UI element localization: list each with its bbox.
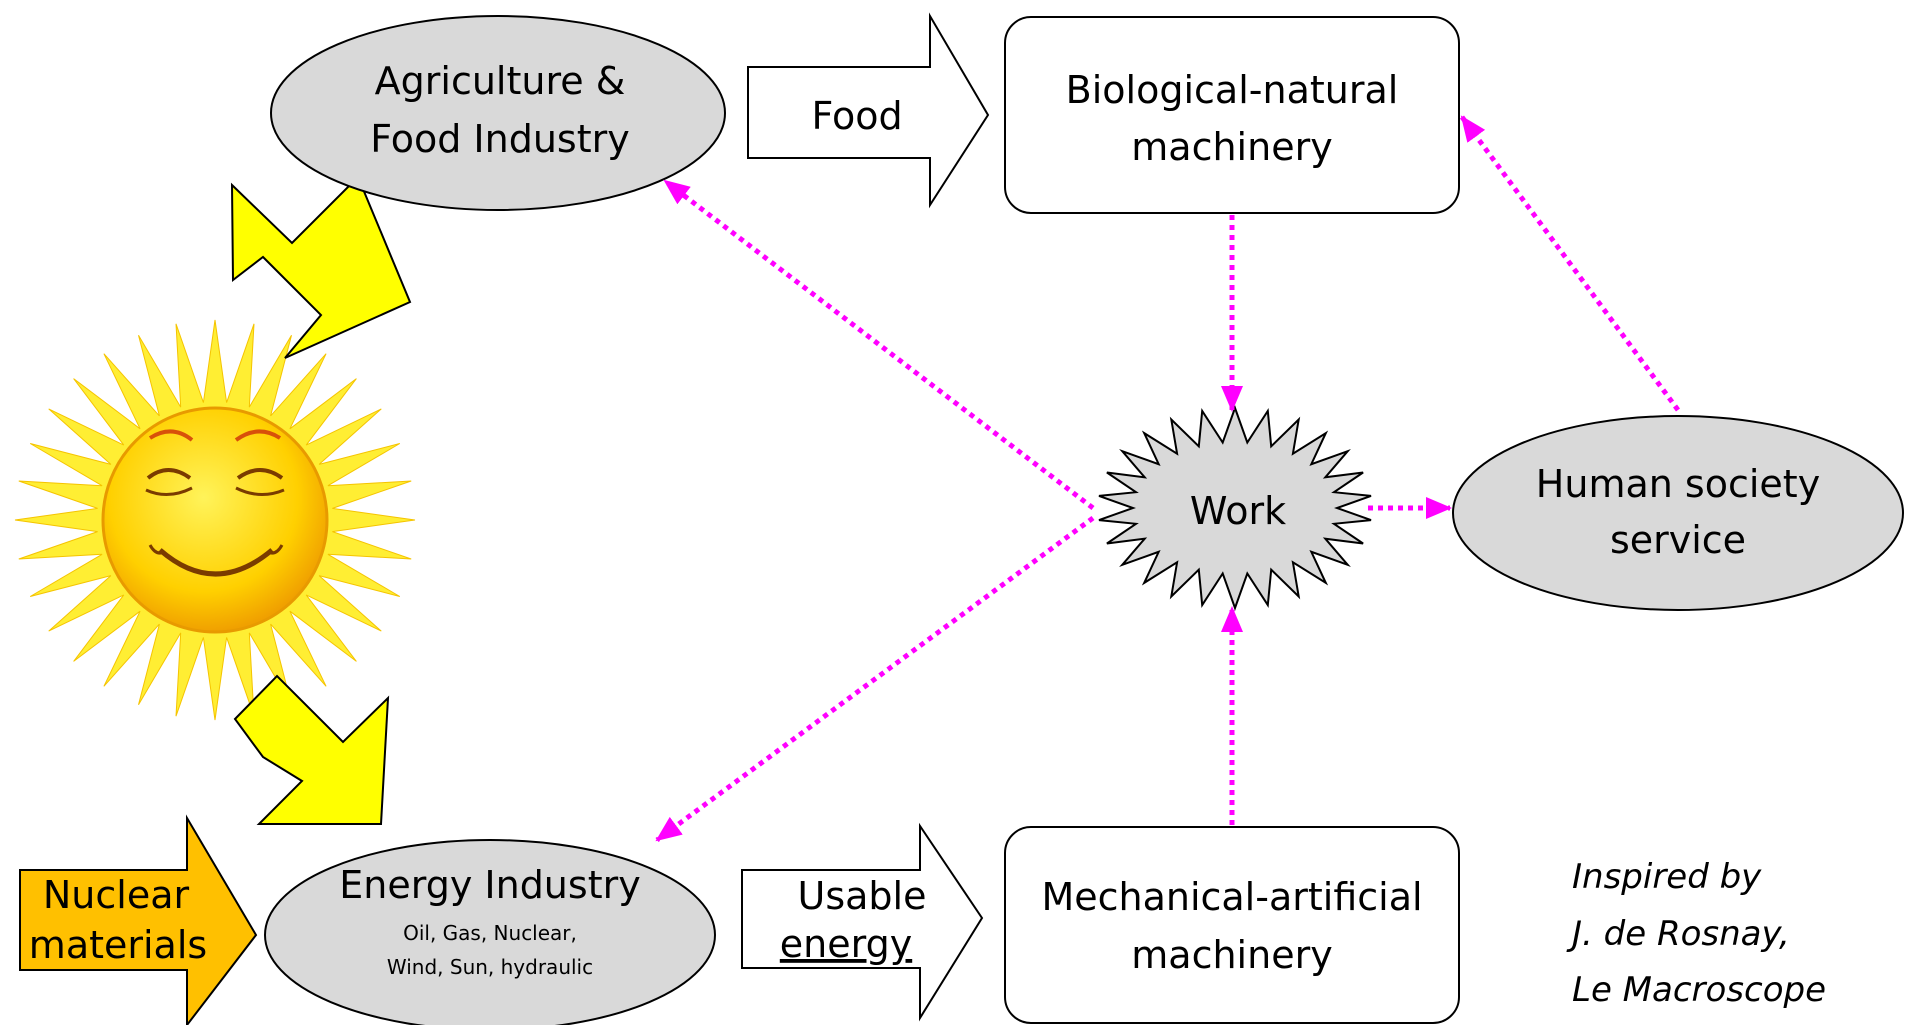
dotted-links: [655, 115, 1681, 843]
mechanical-machinery-node: Mechanical-artificial machinery: [1004, 826, 1460, 1024]
link-work-to-agriculture: [663, 179, 1095, 510]
usable-energy-label-line2: energy: [780, 922, 912, 966]
human-society-node: Human society service: [1452, 415, 1904, 611]
nuclear-label-line2: materials: [29, 923, 207, 967]
biological-label-line1: Biological-natural: [1066, 68, 1399, 112]
human-society-label-line1: Human society: [1536, 462, 1820, 506]
mechanical-label-line2: machinery: [1131, 933, 1332, 977]
energy-industry-sub2: Wind, Sun, hydraulic: [387, 955, 593, 979]
food-label: Food: [811, 94, 902, 138]
energy-industry-node: Energy Industry Oil, Gas, Nuclear, Wind,…: [264, 839, 716, 1025]
energy-industry-title: Energy Industry: [339, 863, 640, 907]
link-work-to-energy-industry: [655, 515, 1095, 843]
food-arrow: Food: [747, 12, 990, 209]
usable-energy-arrow: Usable energy: [741, 822, 984, 1022]
credit-note: Inspired by J. de Rosnay, Le Macroscope: [1566, 857, 1826, 1010]
nuclear-label-line1: Nuclear: [43, 873, 190, 917]
sun-to-energy-arrow: [233, 674, 390, 825]
agriculture-label-line1: Agriculture &: [375, 59, 626, 103]
agriculture-node: Agriculture & Food Industry: [270, 15, 726, 211]
energy-industry-sub1: Oil, Gas, Nuclear,: [403, 921, 577, 945]
smiling-sun-icon: [14, 319, 416, 721]
sun-to-agriculture-arrow: [230, 175, 412, 359]
credit-line1: Inspired by: [1572, 857, 1762, 897]
work-label: Work: [1190, 489, 1286, 533]
biological-machinery-node: Biological-natural machinery: [1004, 16, 1460, 214]
nuclear-materials-arrow: Nuclear materials: [19, 814, 258, 1025]
link-human-society-to-biological: [1459, 115, 1681, 412]
biological-label-line2: machinery: [1131, 125, 1332, 169]
human-society-label-line2: service: [1610, 518, 1746, 562]
usable-energy-label-line1: Usable: [798, 874, 927, 918]
mechanical-label-line1: Mechanical-artificial: [1041, 875, 1422, 919]
agriculture-label-line2: Food Industry: [370, 117, 630, 161]
credit-line2: J. de Rosnay,: [1566, 914, 1790, 954]
credit-line3: Le Macroscope: [1572, 970, 1826, 1010]
work-node: Work: [1098, 405, 1372, 611]
